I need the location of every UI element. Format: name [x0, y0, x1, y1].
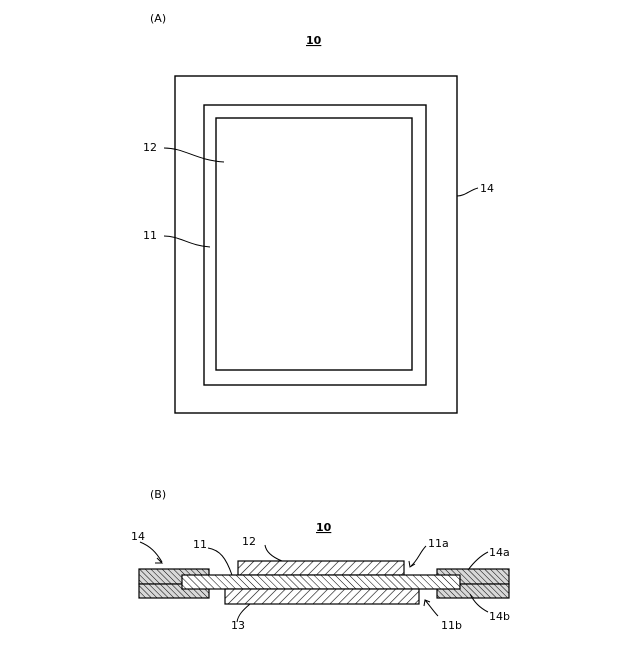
figure-a-title-ref: 10	[306, 34, 322, 47]
figure-b-title-ref: 10	[316, 521, 332, 534]
upper-layer-12	[238, 561, 404, 575]
label-b-14: 14	[131, 530, 145, 543]
label-14: 14	[480, 182, 494, 195]
middle-frame-11	[204, 105, 426, 385]
leader-b-11a	[411, 546, 426, 566]
lower-layer-13	[225, 589, 419, 604]
label-b-13: 13	[231, 619, 245, 632]
label-b-12: 12	[242, 535, 256, 548]
panel-label-a: (A)	[150, 12, 166, 25]
panel-label-b: (B)	[150, 488, 166, 501]
leader-b-14a	[468, 552, 488, 570]
label-b-14b: 14b	[489, 610, 510, 623]
label-b-11a: 11a	[428, 537, 449, 550]
leader-12	[164, 148, 224, 162]
middle-layer-11	[182, 575, 460, 589]
label-11: 11	[143, 229, 157, 242]
arrow-b-11a	[409, 561, 415, 567]
leader-b-11b	[425, 600, 438, 616]
leader-b-12	[265, 545, 282, 561]
leader-14	[457, 188, 478, 196]
outer-frame-14	[175, 76, 457, 413]
label-b-11b: 11b	[441, 619, 462, 632]
leader-b-11	[208, 548, 232, 575]
label-12: 12	[143, 141, 157, 154]
label-b-11: 11	[193, 538, 207, 551]
leader-11	[164, 236, 210, 247]
inner-region-12	[216, 118, 412, 370]
label-b-14a: 14a	[489, 546, 510, 559]
